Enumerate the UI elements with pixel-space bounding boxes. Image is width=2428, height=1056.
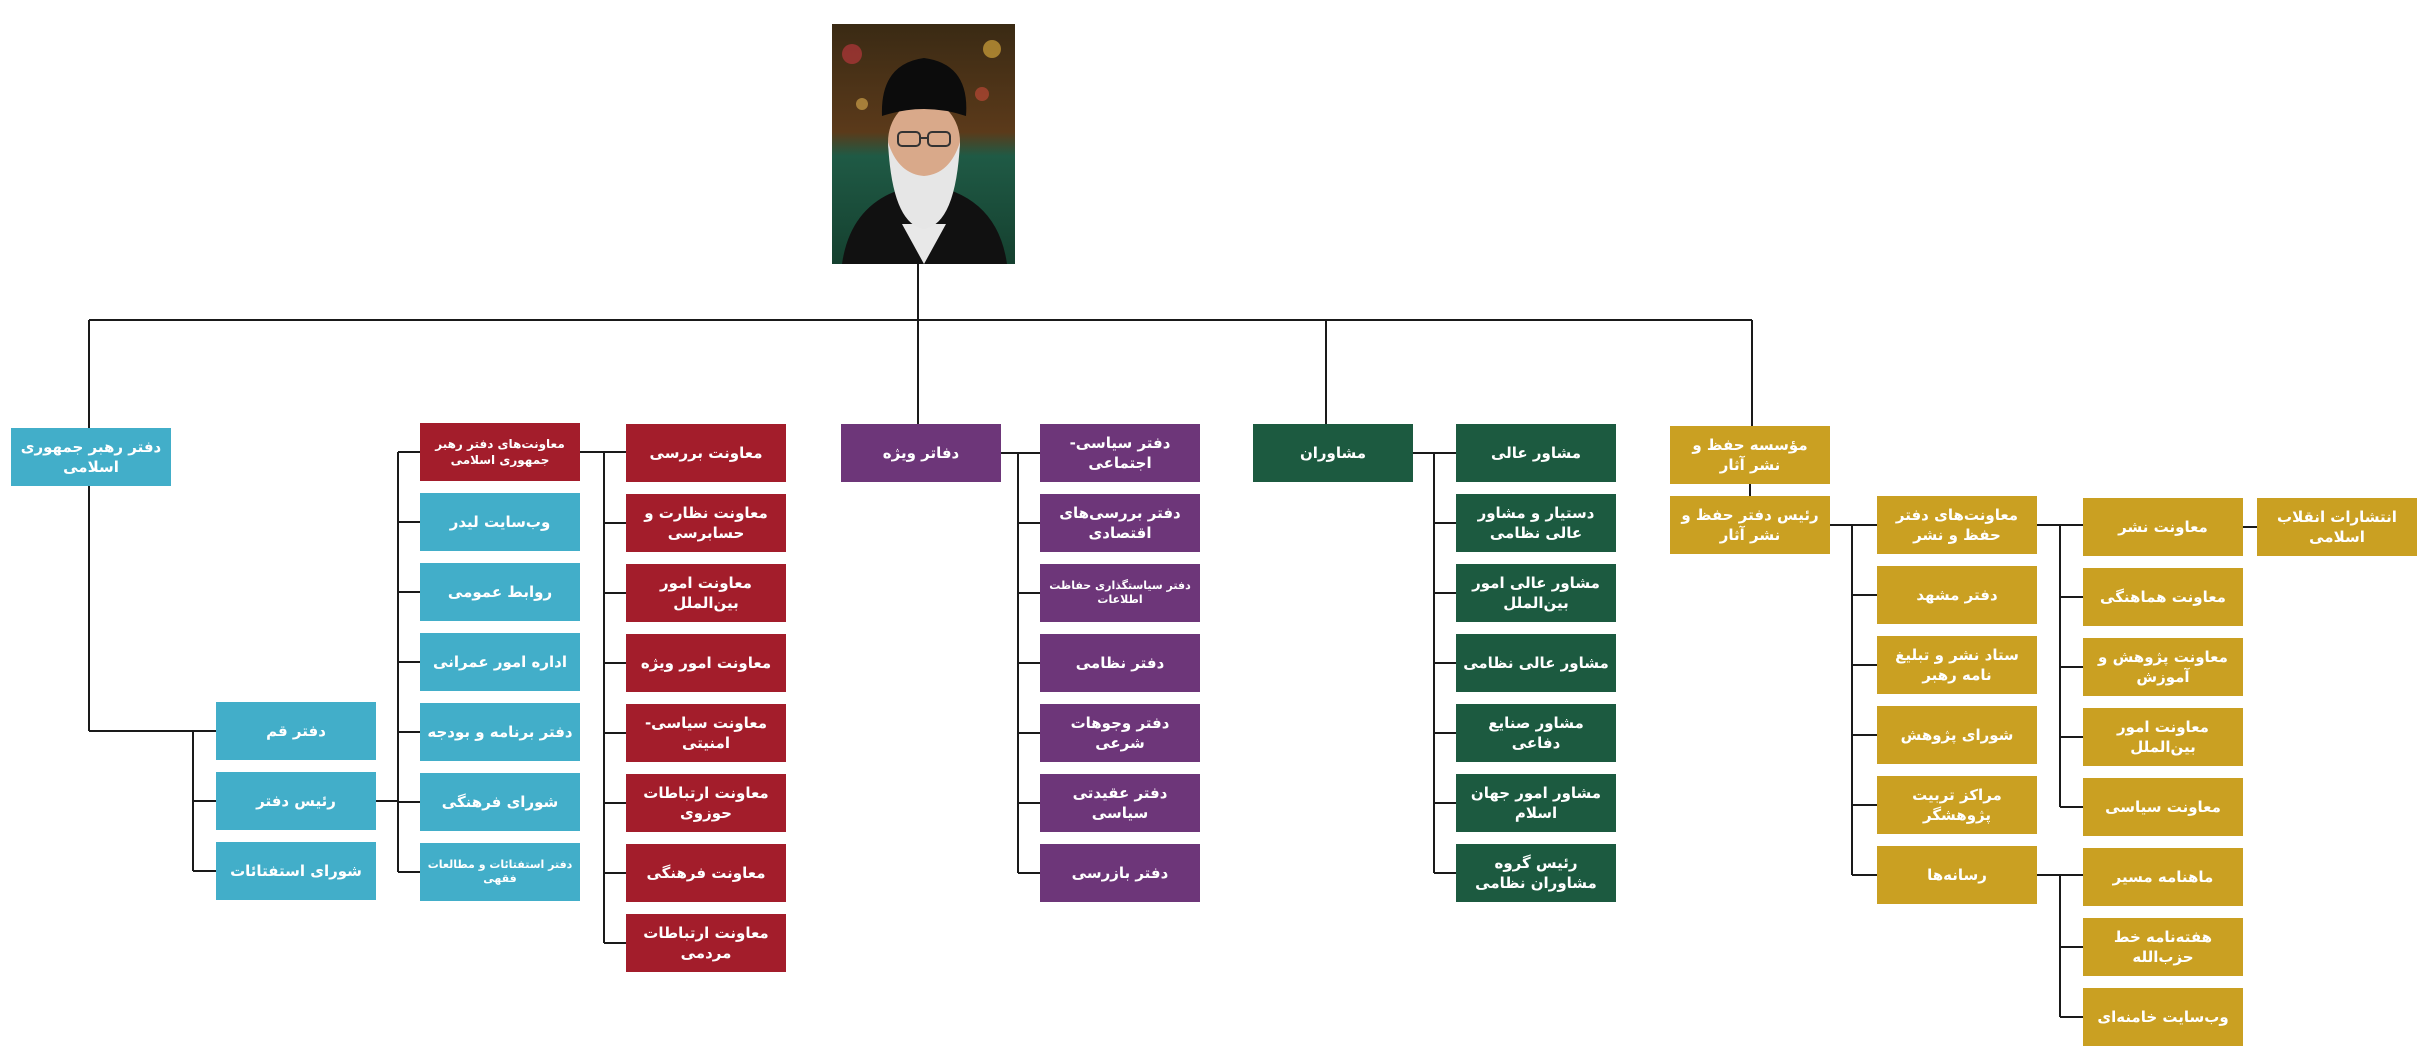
node-teal-col-7: دفتر استفتائات و مطالعات فقهی [420, 843, 580, 901]
node-purple-1: دفتر سیاسی-اجتماعی [1040, 424, 1200, 482]
node-teal-col-2: وب‌سایت لیدر [420, 493, 580, 551]
leader-portrait-photo-icon [832, 24, 1015, 264]
node-green-2: دستیار و مشاور عالی نظامی [1456, 494, 1616, 552]
node-gold-col2-3: معاونت پژوهش و آموزش [2083, 638, 2243, 696]
node-purple-2: دفتر بررسی‌های اقتصادی [1040, 494, 1200, 552]
node-green-3: مشاور عالی امور بین‌الملل [1456, 564, 1616, 622]
node-red-4: معاونت امور ویژه [626, 634, 786, 692]
node-red-5: معاونت سیاسی-امنیتی [626, 704, 786, 762]
node-green-7: رئیس گروه مشاوران نظامی [1456, 844, 1616, 902]
node-red-1: معاونت بررسی [626, 424, 786, 482]
node-red-2: معاونت نظارت و حسابرسی [626, 494, 786, 552]
node-teal-head: دفتر رهبر جمهوری اسلامی [11, 428, 171, 486]
node-purple-7: دفتر بازرسی [1040, 844, 1200, 902]
node-teal-col-1: معاونت‌های دفتر رهبر جمهوری اسلامی [420, 423, 580, 481]
node-teal-col-3: روابط عمومی [420, 563, 580, 621]
node-green-1: مشاور عالی [1456, 424, 1616, 482]
node-gold-col1-4: شورای پژوهش [1877, 706, 2037, 764]
node-gold-media-1: ماهنامه مسیر [2083, 848, 2243, 906]
node-purple-5: دفتر وجوهات شرعی [1040, 704, 1200, 762]
node-gold-col2-4: معاونت امور بین‌الملل [2083, 708, 2243, 766]
node-purple-4: دفتر نظامی [1040, 634, 1200, 692]
node-red-8: معاونت ارتباطات مردمی [626, 914, 786, 972]
leader-portrait [832, 24, 1015, 264]
node-gold-col2-2: معاونت هماهنگی [2083, 568, 2243, 626]
node-gold-head: مؤسسه حفظ و نشر آثار [1670, 426, 1830, 484]
node-purple-3: دفتر سیاستگذاری حفاظت اطلاعات [1040, 564, 1200, 622]
node-gold-media-2: هفته‌نامه خط حزب‌الله [2083, 918, 2243, 976]
node-gold-col1-6: رسانه‌ها [1877, 846, 2037, 904]
node-red-7: معاونت فرهنگی [626, 844, 786, 902]
node-gold-col1-5: مراکز تربیت پژوهشگر [1877, 776, 2037, 834]
node-gold-col1-1: معاونت‌های دفتر حفظ و نشر [1877, 496, 2037, 554]
node-teal-left-3: شورای استفتائات [216, 842, 376, 900]
node-gold-col2-5: معاونت سیاسی [2083, 778, 2243, 836]
node-green-5: مشاور صنایع دفاعی [1456, 704, 1616, 762]
node-red-6: معاونت ارتباطات حوزوی [626, 774, 786, 832]
node-gold-col1-2: دفتر مشهد [1877, 566, 2037, 624]
node-teal-col-4: اداره امور عمرانی [420, 633, 580, 691]
node-gold-col2-1: معاونت نشر [2083, 498, 2243, 556]
node-green-4: مشاور عالی نظامی [1456, 634, 1616, 692]
node-purple-head: دفاتر ویژه [841, 424, 1001, 482]
node-green-6: مشاور امور جهان اسلام [1456, 774, 1616, 832]
node-green-head: مشاوران [1253, 424, 1413, 482]
node-teal-col-6: شورای فرهنگی [420, 773, 580, 831]
node-teal-left-1: دفتر قم [216, 702, 376, 760]
node-teal-col-5: دفتر برنامه و بودجه [420, 703, 580, 761]
node-red-3: معاونت امور بین‌الملل [626, 564, 786, 622]
node-teal-left-2: رئیس دفتر [216, 772, 376, 830]
node-gold-chief: رئیس دفتر حفظ و نشر آثار [1670, 496, 1830, 554]
node-gold-col1-3: ستاد نشر و تبلیغ نامه رهبر [1877, 636, 2037, 694]
node-gold-media-3: وب‌سایت خامنه‌ای [2083, 988, 2243, 1046]
node-purple-6: دفتر عقیدتی سیاسی [1040, 774, 1200, 832]
node-gold-publisher: انتشارات انقلاب اسلامی [2257, 498, 2417, 556]
